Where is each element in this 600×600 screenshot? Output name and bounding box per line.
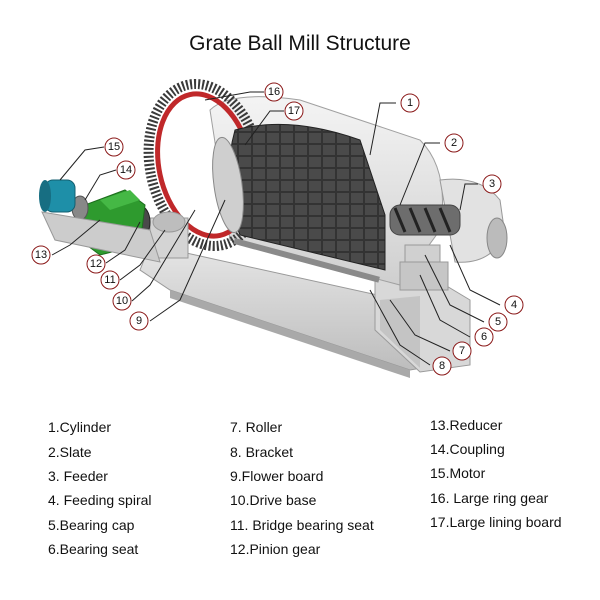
legend-item-5: 5.Bearing cap <box>48 517 135 533</box>
svg-text:11: 11 <box>104 274 115 286</box>
feeding-spiral <box>389 204 461 236</box>
flower-board <box>212 136 244 234</box>
svg-text:17: 17 <box>288 105 300 117</box>
svg-text:9: 9 <box>136 315 142 327</box>
svg-text:7: 7 <box>459 345 465 357</box>
svg-text:10: 10 <box>116 295 128 307</box>
legend-item-2: 2.Slate <box>48 444 92 460</box>
svg-text:14: 14 <box>120 164 132 176</box>
bracket <box>374 269 471 373</box>
callout-17: 17 <box>284 101 304 121</box>
svg-text:3: 3 <box>489 178 495 190</box>
legend-item-11: 11. Bridge bearing seat <box>230 517 374 533</box>
callout-13: 13 <box>31 245 51 265</box>
legend-item-10: 10.Drive base <box>230 492 317 508</box>
svg-text:15: 15 <box>108 141 120 153</box>
callout-11: 11 <box>100 270 120 290</box>
legend-item-15: 15.Motor <box>430 465 486 481</box>
svg-text:16: 16 <box>268 86 280 98</box>
callout-12: 12 <box>86 254 106 274</box>
diagram-title: Grate Ball Mill Structure <box>189 32 411 55</box>
feeder <box>439 178 508 263</box>
legend-item-8: 8. Bracket <box>230 444 294 460</box>
callout-9: 9 <box>129 311 149 331</box>
callout-15: 15 <box>104 137 124 157</box>
svg-text:2: 2 <box>451 137 457 149</box>
legend-item-7: 7. Roller <box>230 419 283 435</box>
svg-text:8: 8 <box>439 360 445 372</box>
callout-6: 6 <box>474 327 494 347</box>
legend-item-13: 13.Reducer <box>430 417 503 433</box>
svg-text:12: 12 <box>90 258 102 270</box>
svg-text:1: 1 <box>407 97 413 109</box>
roller <box>233 238 380 283</box>
callout-16: 16 <box>264 82 284 102</box>
svg-text:4: 4 <box>511 299 517 311</box>
callout-3: 3 <box>482 174 502 194</box>
legend-item-1: 1.Cylinder <box>48 419 112 435</box>
legend-item-17: 17.Large lining board <box>430 514 562 530</box>
callout-7: 7 <box>452 341 472 361</box>
bearing-cap <box>404 244 441 264</box>
legend-item-3: 3. Feeder <box>48 468 108 484</box>
callout-2: 2 <box>444 133 464 153</box>
legend-item-6: 6.Bearing seat <box>48 541 139 557</box>
callout-8: 8 <box>432 356 452 376</box>
callout-5: 5 <box>488 312 508 332</box>
svg-text:5: 5 <box>495 316 501 328</box>
legend-item-12: 12.Pinion gear <box>230 541 321 557</box>
legend-item-9: 9.Flower board <box>230 468 324 484</box>
legend-item-16: 16. Large ring gear <box>430 490 549 506</box>
legend-item-14: 14.Coupling <box>430 441 505 457</box>
svg-text:13: 13 <box>35 249 47 261</box>
svg-text:6: 6 <box>481 331 487 343</box>
motor <box>39 179 76 213</box>
motor-base-plate <box>41 211 161 263</box>
callout-10: 10 <box>112 291 132 311</box>
callout-14: 14 <box>116 160 136 180</box>
leader-lines <box>51 91 501 366</box>
callout-4: 4 <box>504 295 524 315</box>
legend-item-4: 4. Feeding spiral <box>48 492 152 508</box>
callout-1: 1 <box>400 93 420 113</box>
